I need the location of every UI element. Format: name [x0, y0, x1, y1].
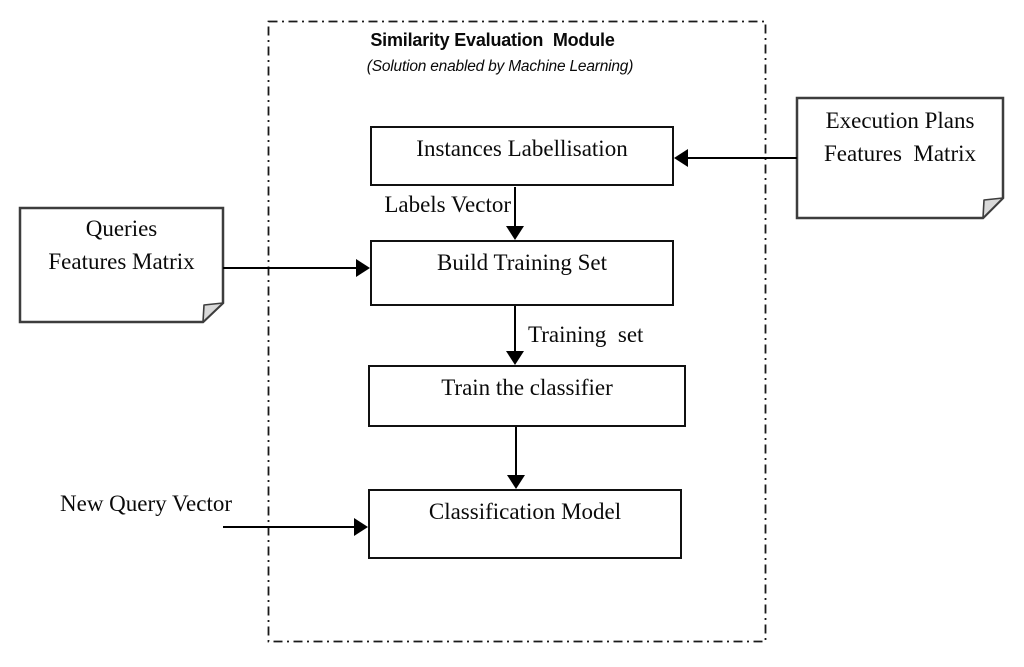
box-train-label: Train the classifier: [441, 375, 613, 400]
box-train-classifier: Train the classifier: [368, 365, 686, 427]
arrowhead-right-icon: [356, 259, 370, 277]
note-queries-text: Queries Features Matrix: [20, 212, 223, 278]
module-title: Similarity Evaluation Module: [370, 30, 615, 50]
note-queries-line1: Queries: [85, 216, 158, 241]
module-dashed-border: [267, 20, 767, 643]
label-training-set: Training set: [528, 322, 644, 347]
arrowhead-down-icon: [506, 351, 524, 365]
note-execution-line2: Features Matrix: [823, 141, 976, 166]
box-instances-labellisation: Instances Labellisation: [370, 126, 674, 186]
arrow-newquery-to-classification: [223, 518, 368, 536]
arrow-queries-to-build: [223, 259, 370, 277]
note-execution-fold-icon: [982, 197, 1004, 219]
label-labels-vector: Labels Vector: [384, 192, 511, 217]
note-queries-fold-icon: [202, 302, 224, 323]
note-execution-text: Execution Plans Features Matrix: [797, 104, 1003, 170]
box-classification-label: Classification Model: [428, 499, 622, 524]
label-new-query-vector: New Query Vector: [60, 491, 233, 516]
note-execution-plans-features-matrix: [795, 96, 1005, 220]
note-execution-line1: Execution Plans: [825, 108, 975, 133]
arrowhead-down-icon: [506, 226, 524, 240]
box-build-training-set: Build Training Set: [370, 240, 674, 306]
box-build-label: Build Training Set: [437, 250, 607, 275]
module-subtitle: (Solution enabled by Machine Learning): [366, 58, 634, 75]
note-queries-line2: Features Matrix: [48, 249, 195, 274]
box-instances-label: Instances Labellisation: [416, 136, 628, 161]
arrowhead-down-icon: [507, 475, 525, 489]
box-classification-model: Classification Model: [368, 489, 682, 559]
arrowhead-right-icon: [354, 518, 368, 536]
arrow-instances-to-build: [506, 187, 524, 240]
arrow-build-to-train: [506, 306, 524, 365]
arrow-execution-to-instances: [674, 149, 797, 167]
arrow-train-to-classification: [507, 427, 525, 489]
note-queries-features-matrix: [18, 206, 225, 324]
arrowhead-left-icon: [674, 149, 688, 167]
